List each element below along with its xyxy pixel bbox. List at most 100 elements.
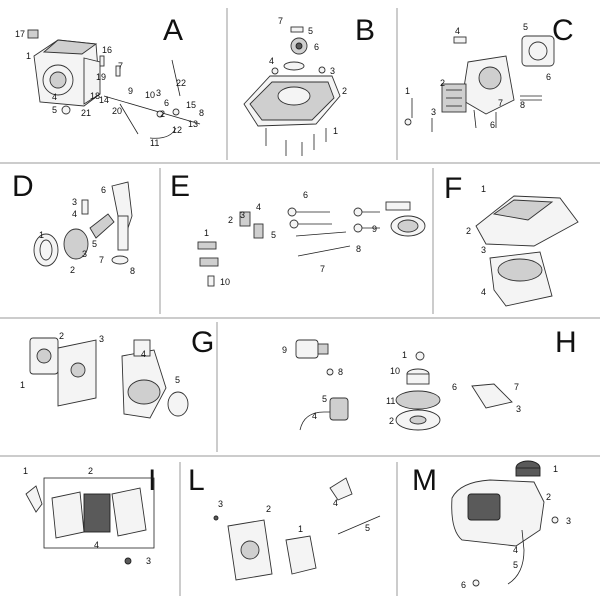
callout-c-6: 6 (546, 72, 551, 82)
callout-f-4: 4 (481, 287, 486, 297)
callout-b-3: 3 (330, 66, 335, 76)
callout-h-10: 10 (390, 366, 400, 376)
callout-b-1: 1 (333, 126, 338, 136)
callout-i-2: 2 (88, 466, 93, 476)
callout-h-8: 8 (338, 367, 343, 377)
callout-h-1: 1 (402, 350, 407, 360)
callout-c-4: 4 (455, 26, 460, 36)
callout-m-4: 4 (513, 545, 518, 555)
callout-h-6: 6 (452, 382, 457, 392)
callout-a-22: 22 (176, 78, 186, 88)
callout-d-5: 5 (92, 239, 97, 249)
callout-l-4: 4 (333, 498, 338, 508)
callout-a-19: 19 (96, 72, 106, 82)
callout-d-1: 1 (39, 230, 44, 240)
panel-l-letter: L (188, 464, 205, 497)
callout-b-5: 5 (308, 26, 313, 36)
cover-bolts (265, 66, 327, 156)
callout-c-8: 8 (520, 100, 525, 110)
callout-m-3: 3 (566, 516, 571, 526)
panel-b-callouts: 7 5 6 4 3 2 1 (269, 16, 347, 136)
panel-c-callouts: 4 5 6 2 7 1 3 8 6 (405, 22, 551, 130)
callout-a-11: 11 (150, 138, 159, 148)
callout-m-2: 2 (546, 492, 551, 502)
callout-e-2: 2 (228, 215, 233, 225)
carburetor-assembly (29, 337, 189, 419)
panel-g-letter: G (191, 326, 214, 359)
panel-e-letter: E (170, 170, 190, 203)
cylinder-head (441, 35, 555, 115)
callout-g-2: 2 (59, 331, 64, 341)
crankcase-cover (243, 26, 341, 127)
callout-l-2: 2 (266, 504, 271, 514)
muffler-assembly (213, 477, 381, 581)
callout-i-3: 3 (146, 556, 151, 566)
panel-m-callouts: 1 2 3 4 5 6 (461, 464, 571, 590)
callout-h-11: 11 (386, 396, 395, 406)
callout-a-2: 2 (160, 109, 165, 119)
panel-a: A 17 1 16 7 19 4 5 18 (15, 14, 204, 148)
callout-f-3: 3 (481, 245, 486, 255)
fuel-tank-assembly (451, 460, 559, 587)
panel-a-callouts: 17 1 16 7 19 4 5 18 14 21 20 9 10 3 22 6… (15, 29, 204, 148)
callout-h-7: 7 (514, 382, 519, 392)
panel-b-letter: B (355, 14, 375, 47)
crankcase-block (33, 39, 101, 107)
callout-f-1: 1 (481, 184, 486, 194)
callout-g-3: 3 (99, 334, 104, 344)
panel-h-letter: H (555, 326, 577, 359)
callout-e-8: 8 (356, 244, 361, 254)
blower-shroud (475, 195, 579, 307)
callout-c-1: 1 (405, 86, 410, 96)
panel-f-callouts: 1 2 3 4 (466, 184, 486, 297)
valve-train (197, 201, 426, 287)
panel-d: D 6 3 4 1 5 3 7 2 8 (12, 170, 135, 276)
callout-g-1: 1 (20, 380, 25, 390)
callout-c-2: 2 (440, 78, 445, 88)
callout-e-5: 5 (271, 230, 276, 240)
callout-a-18: 18 (90, 91, 100, 101)
callout-a-12: 12 (172, 125, 182, 135)
panel-dividers (0, 8, 600, 596)
callout-a-16: 16 (102, 45, 112, 55)
callout-f-2: 2 (466, 226, 471, 236)
callout-d-8: 8 (130, 266, 135, 276)
callout-l-5: 5 (365, 523, 370, 533)
governor-linkage (27, 29, 201, 139)
callout-a-4: 4 (52, 92, 57, 102)
panel-h: H 9 8 1 10 6 7 5 11 3 4 2 (282, 326, 577, 431)
callout-a-5: 5 (52, 105, 57, 115)
callout-e-4: 4 (256, 202, 261, 212)
callout-a-20: 20 (112, 106, 122, 116)
panel-g-callouts: 2 3 4 5 1 (20, 331, 180, 390)
air-filter-assembly (25, 477, 155, 565)
callout-c-5: 5 (523, 22, 528, 32)
callout-a-3: 3 (156, 88, 161, 98)
callout-m-6: 6 (461, 580, 466, 590)
callout-d-3: 3 (72, 197, 77, 207)
callout-d-7: 7 (99, 255, 104, 265)
panel-b: B 7 5 6 4 3 2 1 (243, 14, 375, 156)
callout-i-1: 1 (23, 466, 28, 476)
head-bolts (404, 98, 497, 132)
callout-h-5: 5 (322, 394, 327, 404)
panel-f-letter: F (444, 172, 462, 205)
callout-a-21: 21 (81, 108, 91, 118)
callout-a-6: 6 (164, 98, 169, 108)
panel-l: L 3 2 1 4 5 (188, 464, 381, 581)
callout-d-6: 6 (101, 185, 106, 195)
callout-l-3: 3 (218, 499, 223, 509)
callout-c-3: 3 (431, 107, 436, 117)
panel-c: C 4 5 6 2 7 1 3 (404, 14, 574, 132)
callout-a-13: 13 (188, 119, 198, 129)
panel-d-callouts: 6 3 4 1 5 3 7 2 8 (39, 185, 135, 276)
callout-e-9: 9 (372, 224, 377, 234)
callout-a-7: 7 (118, 61, 123, 71)
panel-d-letter: D (12, 170, 34, 203)
callout-e-3: 3 (240, 210, 245, 220)
callout-g-4: 4 (141, 349, 146, 359)
callout-h-3: 3 (516, 404, 521, 414)
panel-i-callouts: 1 2 4 3 (23, 466, 151, 566)
panel-g: G 2 3 4 5 1 (20, 326, 214, 419)
